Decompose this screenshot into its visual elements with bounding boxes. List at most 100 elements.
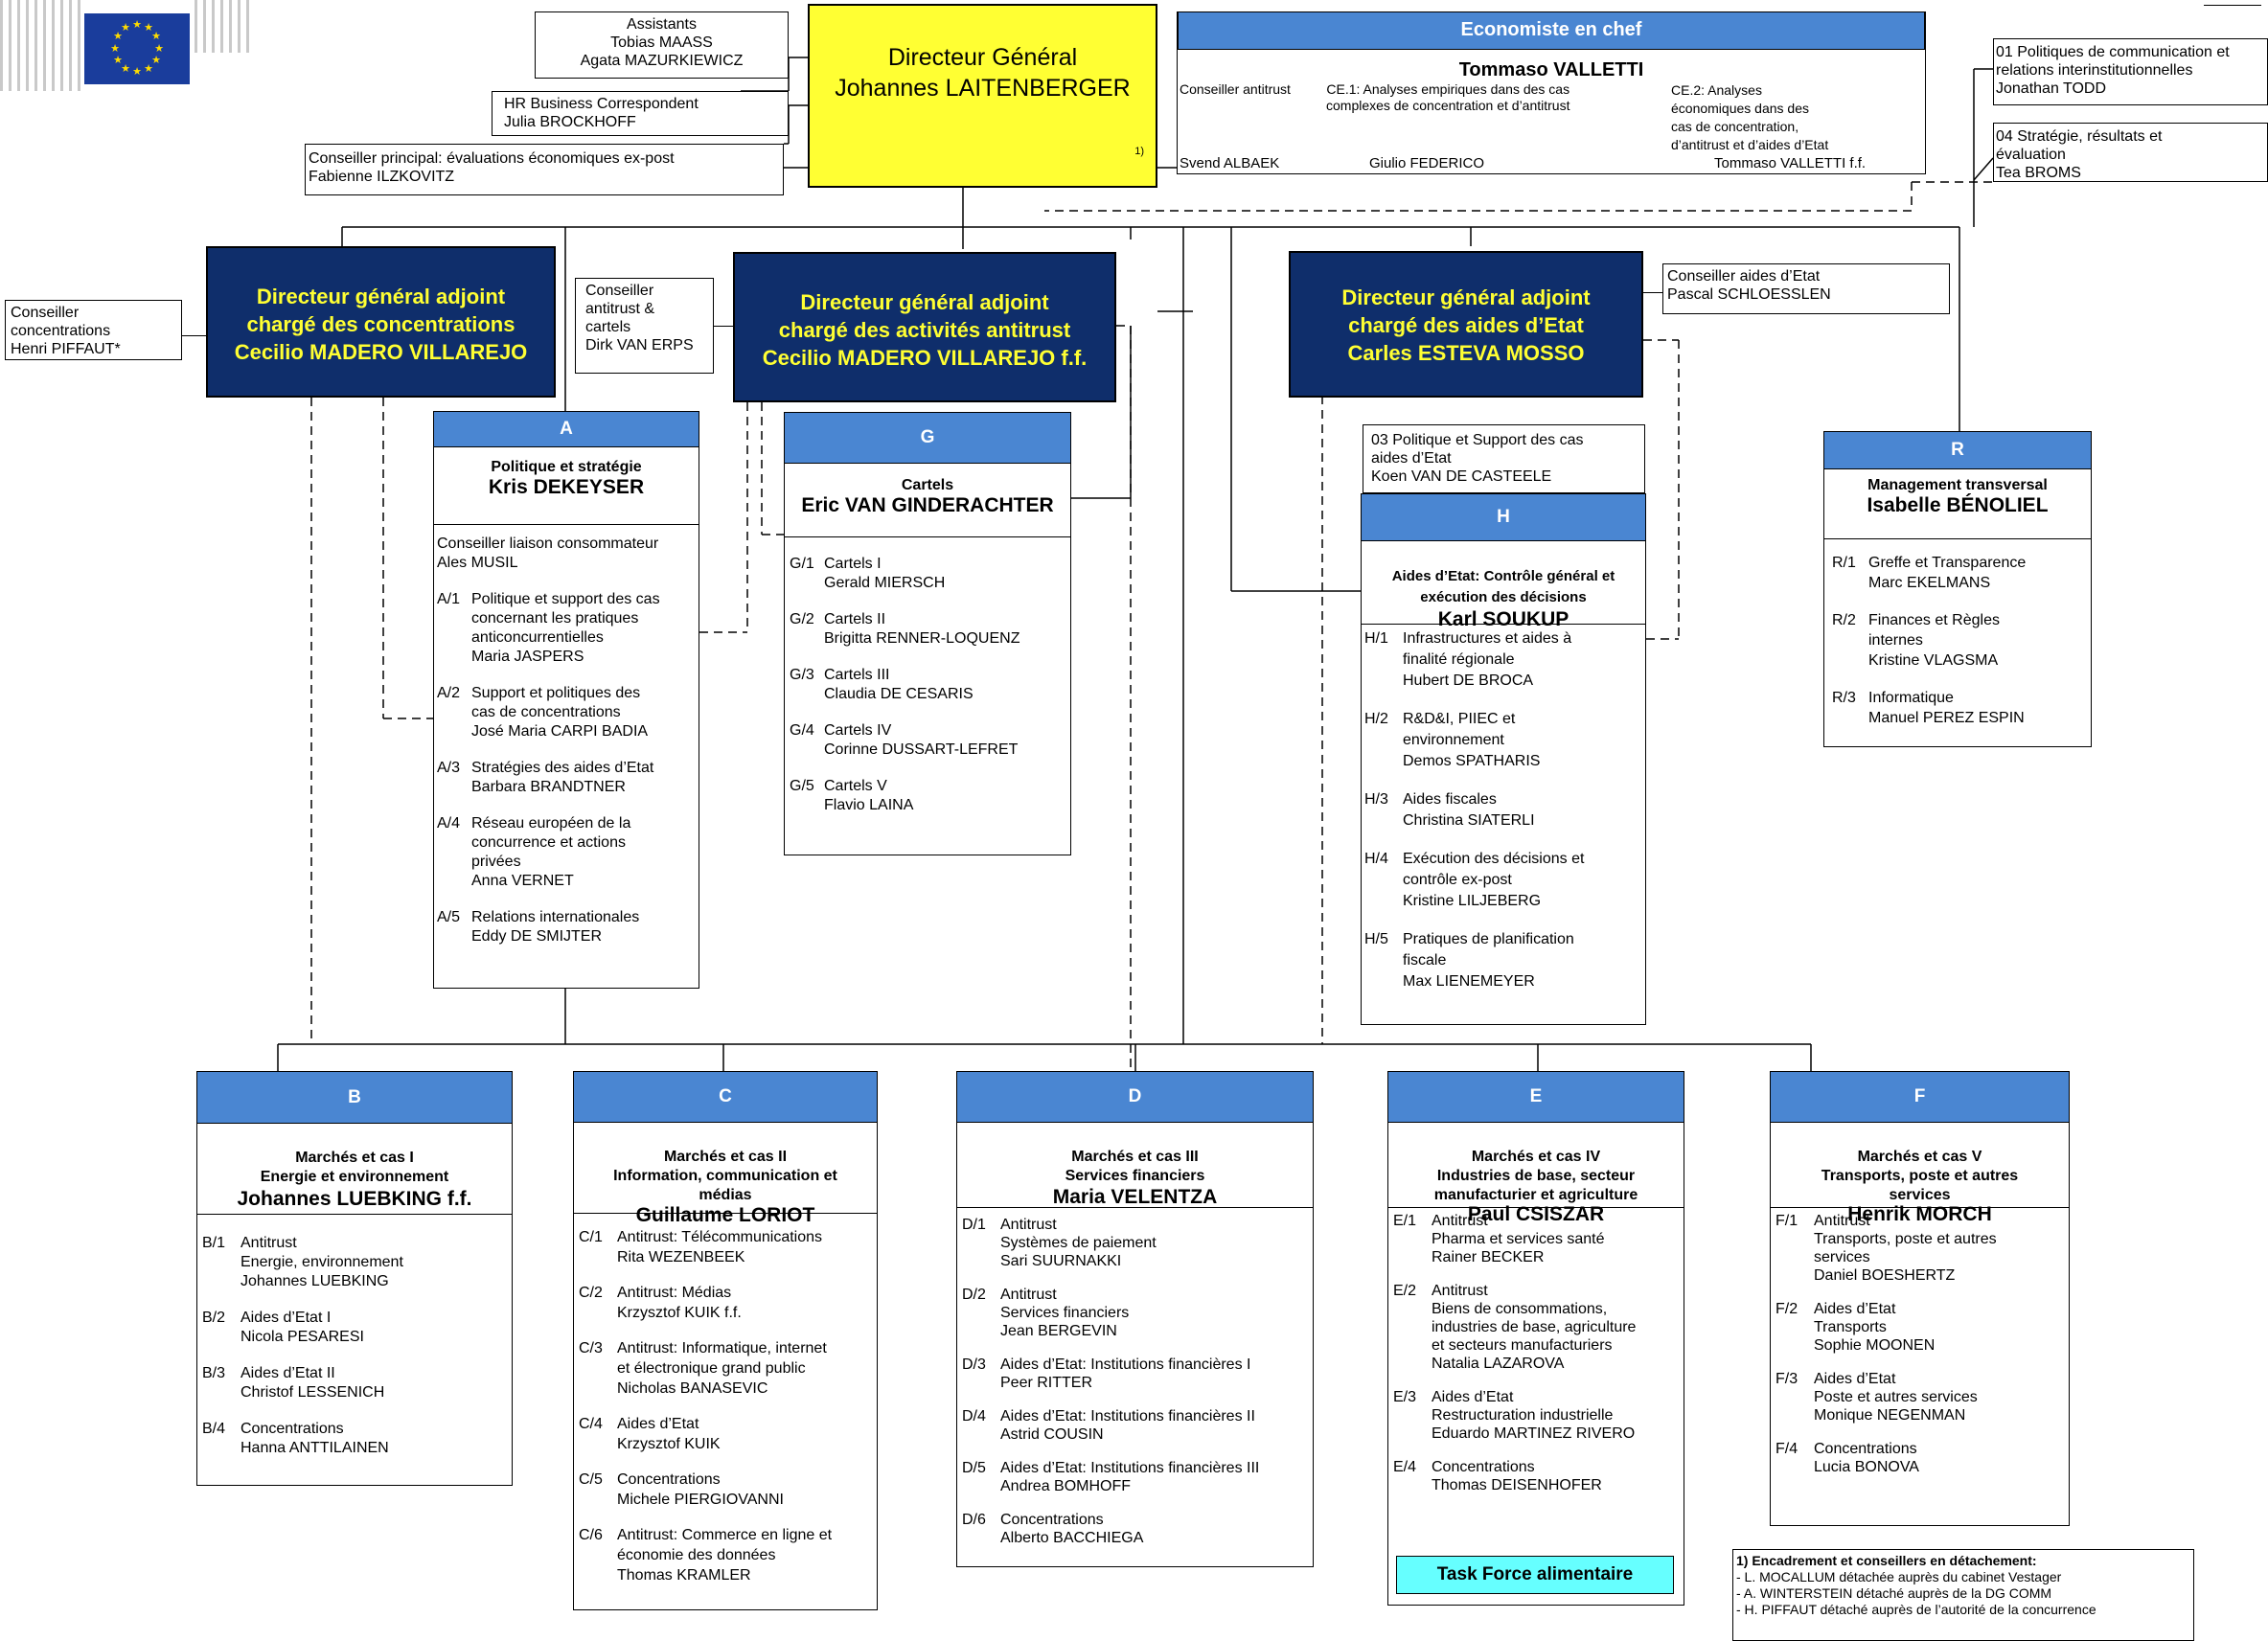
unit-g-item-text: Cartels III Claudia DE CESARIS xyxy=(824,667,974,702)
unit-f-title: Marchés et cas V Transports, poste et au… xyxy=(1821,1149,2019,1203)
hr-box: HR Business Correspondent Julia BROCKHOF… xyxy=(492,91,789,136)
svg-text:★: ★ xyxy=(144,21,153,34)
unit-03-text: 03 Politique et Support des cas aides d’… xyxy=(1371,432,1584,485)
unit-g-letter: G xyxy=(785,413,1070,464)
unit-c-item-text: Aides d’Etat Krzysztof KUIK xyxy=(617,1416,721,1452)
unit-f-item-code: F/3 xyxy=(1775,1371,1798,1387)
unit-f-item-code: F/1 xyxy=(1775,1213,1798,1229)
principal-adviser-box: Conseiller principal: évaluations économ… xyxy=(305,144,784,195)
unit-a: A Politique et stratégie Kris DEKEYSER C… xyxy=(433,411,699,989)
ce-col3-name: Tommaso VALLETTI f.f. xyxy=(1714,155,1867,171)
unit-e-item-text: Aides d’Etat Restructuration industriell… xyxy=(1432,1389,1636,1442)
unit-h-item-code: H/5 xyxy=(1364,931,1388,947)
dg-title: Directeur Général xyxy=(887,44,1078,71)
unit-e-title-block: Marchés et cas IV Industries de base, se… xyxy=(1388,1123,1684,1224)
unit-a-item-text: Réseau européen de la concurrence et act… xyxy=(471,815,631,889)
unit-f-title-block: Marchés et cas V Transports, poste et au… xyxy=(1771,1123,2069,1224)
deputy1-line3: Cecilio MADERO VILLAREJO xyxy=(234,340,528,364)
unit-b-title: Marchés et cas I Energie et environnemen… xyxy=(260,1150,449,1185)
logo-stripes xyxy=(0,0,81,91)
unit-b-item-text: Antitrust Energie, environnement Johanne… xyxy=(241,1235,403,1289)
unit-e-head: Paul CSISZAR xyxy=(1467,1203,1605,1225)
unit-e-item: E/2 Antitrust Biens de consommations, ind… xyxy=(1393,1282,1684,1373)
unit-c-item-code: C/5 xyxy=(579,1471,603,1488)
unit-f-head: Henrik MORCH xyxy=(1847,1203,1992,1225)
unit-d-item-text: Antitrust Systèmes de paiement Sari SUUR… xyxy=(1000,1217,1157,1269)
unit-d-item-code: D/2 xyxy=(962,1287,986,1303)
unit-h-item-text: R&D&I, PIIEC et environnement Demos SPAT… xyxy=(1403,711,1541,769)
unit-f-item-text: Antitrust Transports, poste et autres se… xyxy=(1814,1213,1997,1284)
unit-g-item-text: Cartels IV Corinne DUSSART-LEFRET xyxy=(824,722,1019,758)
unit-f-item: F/1 Antitrust Transports, poste et autres… xyxy=(1775,1212,2069,1285)
ce-col1-title: Conseiller antitrust xyxy=(1180,81,1291,97)
unit-g-item-code: G/2 xyxy=(790,611,814,627)
unit-d-item-text: Concentrations Alberto BACCHIEGA xyxy=(1000,1512,1144,1546)
unit-r-item-code: R/1 xyxy=(1832,555,1856,571)
unit-e-item-code: E/4 xyxy=(1393,1459,1417,1475)
unit-d-letter: D xyxy=(957,1072,1313,1123)
unit-a-item-code: A/1 xyxy=(437,591,461,607)
unit-h-item-text: Exécution des décisions et contrôle ex-p… xyxy=(1403,851,1585,909)
unit-e-item-text: Antitrust Biens de consommations, indust… xyxy=(1432,1283,1637,1372)
unit-r-title-block: Management transversal Isabelle BÉNOLIEL xyxy=(1824,469,2091,538)
unit-d-title-block: Marchés et cas III Services financiers M… xyxy=(957,1123,1313,1208)
unit-c-head: Guillaume LORIOT xyxy=(635,1204,815,1226)
svg-text:★: ★ xyxy=(113,30,123,42)
unit-r-item-text: Informatique Manuel PEREZ ESPIN xyxy=(1868,690,2025,726)
deputy1-line1: Directeur général adjoint xyxy=(256,285,506,308)
adviser-state-aid-text: Conseiller aides d’Etat Pascal SCHLOESSL… xyxy=(1667,268,1831,303)
unit-d-item-text: Aides d’Etat: Institutions financières I… xyxy=(1000,1408,1255,1443)
deputy2-line3: Cecilio MADERO VILLAREJO f.f. xyxy=(762,346,1088,370)
unit-b-item-text: Concentrations Hanna ANTTILAINEN xyxy=(241,1421,389,1456)
unit-b-letter: B xyxy=(197,1072,512,1124)
unit-a-item-text: Support et politiques des cas de concent… xyxy=(471,685,649,740)
unit-h-item-text: Aides fiscales Christina SIATERLI xyxy=(1403,791,1535,829)
unit-c-item-code: C/1 xyxy=(579,1229,603,1245)
unit-d-item-text: Aides d’Etat: Institutions financières I… xyxy=(1000,1356,1251,1391)
adviser-concentrations-box: Conseiller concentrations Henri PIFFAUT* xyxy=(5,300,182,360)
unit-e-item-code: E/2 xyxy=(1393,1283,1417,1299)
unit-c-title-block: Marchés et cas II Information, communica… xyxy=(574,1123,877,1226)
unit-d-item-code: D/4 xyxy=(962,1408,986,1424)
task-force-box: Task Force alimentaire xyxy=(1396,1556,1674,1594)
unit-d-title: Marchés et cas III Services financiers xyxy=(1065,1149,1205,1184)
unit-a-item-code: A/4 xyxy=(437,815,461,832)
unit-g-head: Eric VAN GINDERACHTER xyxy=(801,494,1054,516)
unit-g-item-code: G/4 xyxy=(790,722,814,739)
deputy3-line2: chargé des aides d’Etat xyxy=(1348,313,1584,337)
svg-text:★: ★ xyxy=(132,65,142,78)
unit-d-head: Maria VELENTZA xyxy=(1052,1186,1218,1208)
unit-c: C Marchés et cas II Information, communi… xyxy=(573,1071,878,1610)
unit-b-item-code: B/2 xyxy=(202,1310,226,1326)
unit-c-item-text: Antitrust: Télécommunications Rita WEZEN… xyxy=(617,1229,823,1265)
svg-text:★: ★ xyxy=(132,18,142,31)
adviser-state-aid-link xyxy=(1643,292,1662,293)
unit-d-item-code: D/5 xyxy=(962,1460,986,1476)
unit-g-item-text: Cartels V Flavio LAINA xyxy=(824,778,914,813)
deputy3-line3: Carles ESTEVA MOSSO xyxy=(1347,341,1585,365)
unit-c-item: C/1 Antitrust: Télécommunications Rita WE… xyxy=(579,1227,877,1267)
unit-r-item: R/1 Greffe et Transparence Marc EKELMANS xyxy=(1832,553,2091,593)
unit-03-box: 03 Politique et Support des cas aides d’… xyxy=(1363,424,1645,493)
unit-f-letter: F xyxy=(1771,1072,2069,1123)
unit-f-item-text: Aides d’Etat Transports Sophie MOONEN xyxy=(1814,1301,1936,1354)
unit-g-item-code: G/5 xyxy=(790,778,814,794)
unit-r-item-code: R/2 xyxy=(1832,612,1856,628)
unit-a-item-text: Stratégies des aides d’Etat Barbara BRAN… xyxy=(471,760,654,795)
unit-h-item-code: H/4 xyxy=(1364,851,1388,867)
unit-r-item-text: Greffe et Transparence Marc EKELMANS xyxy=(1868,555,2027,591)
unit-f-list: F/1 Antitrust Transports, poste et autres… xyxy=(1771,1207,2069,1476)
eu-flag-icon: ★★★ ★★★ ★★★ ★★★ xyxy=(84,13,190,84)
unit-c-item-text: Antitrust: Médias Krzysztof KUIK f.f. xyxy=(617,1285,742,1321)
